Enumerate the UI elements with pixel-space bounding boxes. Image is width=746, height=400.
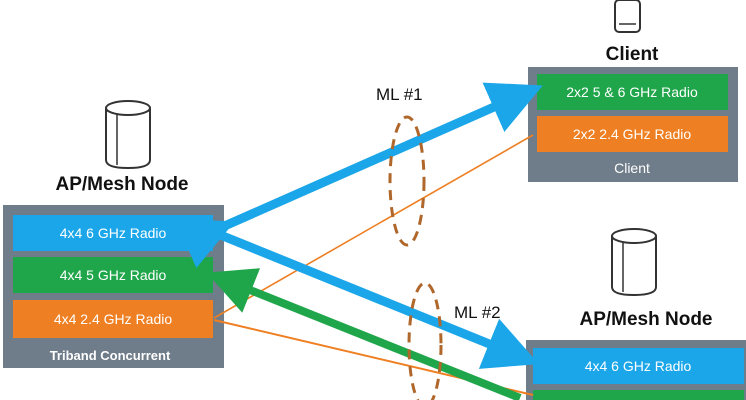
client-radio-2-4ghz-box bbox=[537, 116, 728, 152]
client-title: Client bbox=[606, 44, 659, 65]
ml1-label: ML #1 bbox=[376, 85, 423, 104]
ml1-link-ellipse bbox=[388, 115, 426, 247]
right-radio-5ghz-box bbox=[533, 390, 744, 400]
ml2-link-ellipse bbox=[407, 281, 443, 400]
left-node-router-icon bbox=[105, 100, 151, 170]
left-radio-2-4ghz-label: 4x4 2.4 GHz Radio bbox=[54, 311, 172, 327]
client-footer-label: Client bbox=[614, 160, 650, 176]
right-radio-6ghz-box bbox=[533, 348, 744, 384]
client-radio-5-6ghz-label: 2x2 5 & 6 GHz Radio bbox=[566, 84, 698, 100]
right-radio-6ghz-label: 4x4 6 GHz Radio bbox=[585, 358, 692, 374]
client-radio-5-6ghz-box bbox=[537, 74, 728, 110]
left-radio-5ghz-label: 4x4 5 GHz Radio bbox=[60, 267, 167, 283]
left-radio-2-4ghz-box bbox=[13, 300, 213, 338]
link-6ghz-to-client-arrow bbox=[174, 82, 543, 268]
left-node-title: AP/Mesh Node bbox=[55, 174, 188, 195]
client-radio-2-4ghz-label: 2x2 2.4 GHz Radio bbox=[573, 126, 691, 142]
link-6ghz-to-right-node-arrow bbox=[216, 229, 540, 369]
ml2-label: ML #2 bbox=[454, 303, 501, 322]
left-radio-6ghz-label: 4x4 6 GHz Radio bbox=[60, 225, 167, 241]
right-node-title: AP/Mesh Node bbox=[579, 309, 712, 330]
smartphone-icon bbox=[614, 0, 641, 33]
left-node-footer-label: Triband Concurrent bbox=[50, 348, 171, 363]
link-5ghz-green-arrow bbox=[206, 268, 522, 400]
right-node-router-icon bbox=[611, 228, 657, 297]
